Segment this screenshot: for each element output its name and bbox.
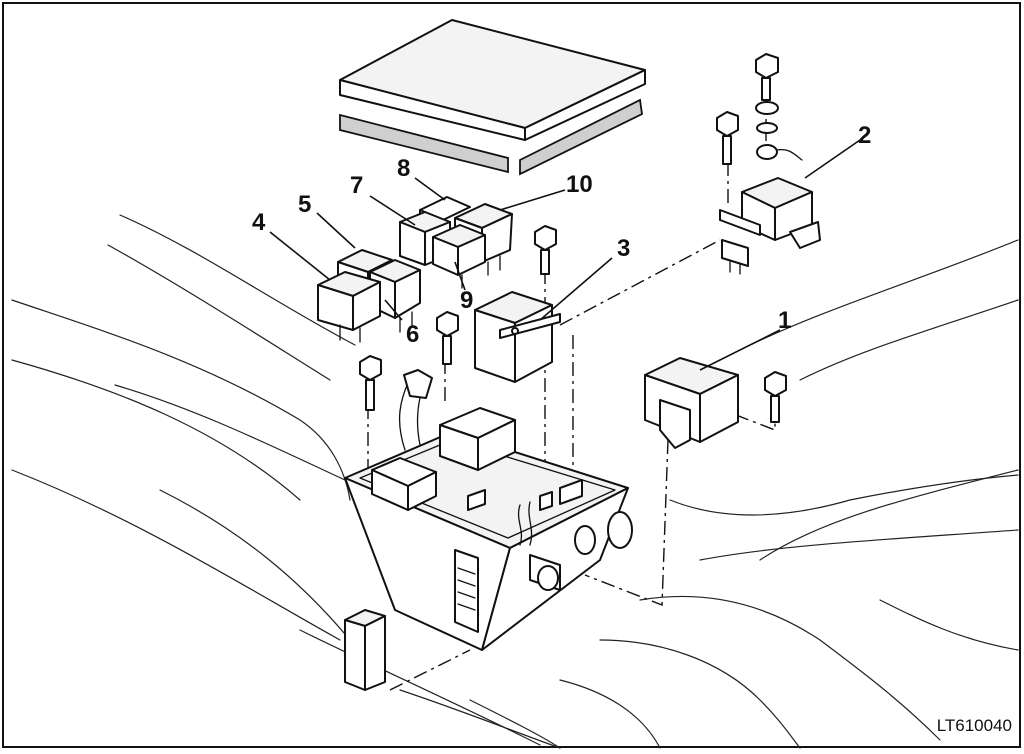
screw-fuse-box-left xyxy=(359,355,382,411)
callout-leaders xyxy=(269,139,861,371)
screw-relay-6 xyxy=(436,311,459,365)
component-2-unit xyxy=(719,177,821,275)
callout-1: 1 xyxy=(778,307,791,334)
callout-8: 8 xyxy=(397,155,410,182)
callout-3: 3 xyxy=(617,235,630,262)
callout-2: 2 xyxy=(858,122,871,149)
fuse-box-cover xyxy=(339,19,646,141)
relay-9 xyxy=(432,224,486,289)
fuse-box-base xyxy=(344,369,633,651)
screw-component-3 xyxy=(534,225,557,275)
callout-10: 10 xyxy=(566,171,593,198)
callout-5: 5 xyxy=(298,191,311,218)
spare-fuse-holder xyxy=(344,609,386,691)
callout-4: 4 xyxy=(252,209,266,236)
relay-4 xyxy=(317,271,381,343)
callout-9: 9 xyxy=(460,287,473,314)
cover-seal-gasket xyxy=(339,98,643,176)
figure-reference-code: LT610040 xyxy=(937,716,1012,735)
component-3-unit xyxy=(474,291,561,383)
callout-7: 7 xyxy=(350,172,363,199)
component-1-unit xyxy=(644,357,739,449)
callout-6: 6 xyxy=(406,321,419,348)
callout-numbers: 1 2 3 4 5 6 7 8 9 10 xyxy=(252,122,871,348)
vehicle-body-outline xyxy=(11,214,1019,749)
screw-component-2-top xyxy=(755,53,803,161)
screw-component-2-side xyxy=(716,111,739,165)
screw-component-1 xyxy=(764,371,787,423)
